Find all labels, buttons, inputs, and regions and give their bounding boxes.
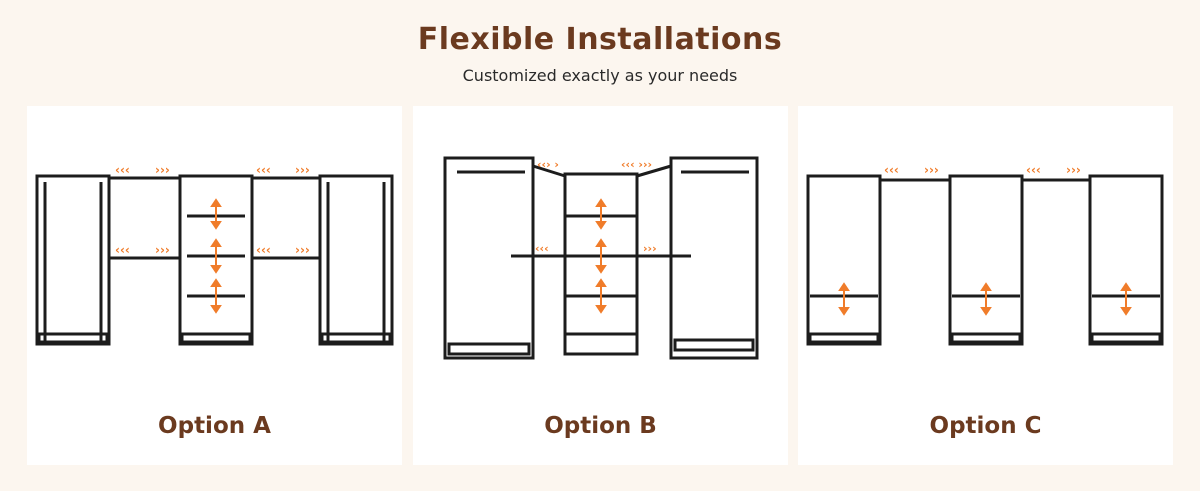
svg-text:›››: ››› bbox=[1066, 163, 1081, 177]
horizontal-expand-arrows-icon: ‹‹‹ ››› bbox=[621, 158, 652, 171]
option-a-card: ‹‹‹ ››› ‹‹‹ ››› ‹‹‹ ››› ‹‹‹ ››› Option A bbox=[27, 106, 402, 465]
page-subtitle: Customized exactly as your needs bbox=[462, 66, 738, 85]
horizontal-expand-arrows-icon: ‹‹‹ bbox=[884, 163, 899, 177]
option-a-label: Option A bbox=[158, 413, 271, 439]
horizontal-expand-arrows-icon: ‹‹› › bbox=[537, 158, 559, 171]
vertical-adjust-arrows-icon bbox=[1120, 282, 1132, 316]
option-c-label: Option C bbox=[929, 413, 1042, 439]
option-c-illustration: ‹‹‹ ››› ‹‹‹ ››› bbox=[806, 163, 1164, 346]
option-b-label: Option B bbox=[544, 413, 657, 439]
vertical-adjust-arrows-icon bbox=[980, 282, 992, 316]
horizontal-expand-arrows-icon: ‹‹‹ bbox=[1026, 163, 1041, 177]
option-b-illustration: ‹‹› › ‹‹‹ ››› ‹‹‹ ››› bbox=[443, 156, 759, 360]
horizontal-expand-arrows-icon: ‹‹‹ bbox=[115, 163, 130, 177]
horizontal-expand-arrows-icon: ‹‹‹ bbox=[115, 243, 130, 257]
horizontal-expand-arrows-icon: ››› bbox=[643, 242, 657, 255]
vertical-adjust-arrows-icon bbox=[838, 282, 850, 316]
svg-text:›››: ››› bbox=[295, 163, 310, 177]
horizontal-expand-arrows-icon: ‹‹‹ bbox=[535, 242, 549, 255]
vertical-adjust-arrows-icon bbox=[595, 238, 607, 274]
option-a-illustration: ‹‹‹ ››› ‹‹‹ ››› ‹‹‹ ››› ‹‹‹ ››› bbox=[35, 163, 394, 346]
horizontal-expand-arrows-icon: ‹‹‹ bbox=[256, 163, 271, 177]
page-title: Flexible Installations bbox=[417, 22, 783, 57]
vertical-adjust-arrows-icon bbox=[210, 278, 222, 314]
svg-text:›››: ››› bbox=[924, 163, 939, 177]
svg-text:›››: ››› bbox=[155, 163, 170, 177]
vertical-adjust-arrows-icon bbox=[595, 278, 607, 314]
option-b-card: ‹‹› › ‹‹‹ ››› ‹‹‹ ››› Option B bbox=[413, 106, 788, 465]
option-c-card: ‹‹‹ ››› ‹‹‹ ››› Option C bbox=[798, 106, 1173, 465]
svg-text:›››: ››› bbox=[295, 243, 310, 257]
vertical-adjust-arrows-icon bbox=[210, 198, 222, 230]
vertical-adjust-arrows-icon bbox=[595, 198, 607, 230]
svg-text:›››: ››› bbox=[155, 243, 170, 257]
vertical-adjust-arrows-icon bbox=[210, 238, 222, 274]
horizontal-expand-arrows-icon: ‹‹‹ bbox=[256, 243, 271, 257]
